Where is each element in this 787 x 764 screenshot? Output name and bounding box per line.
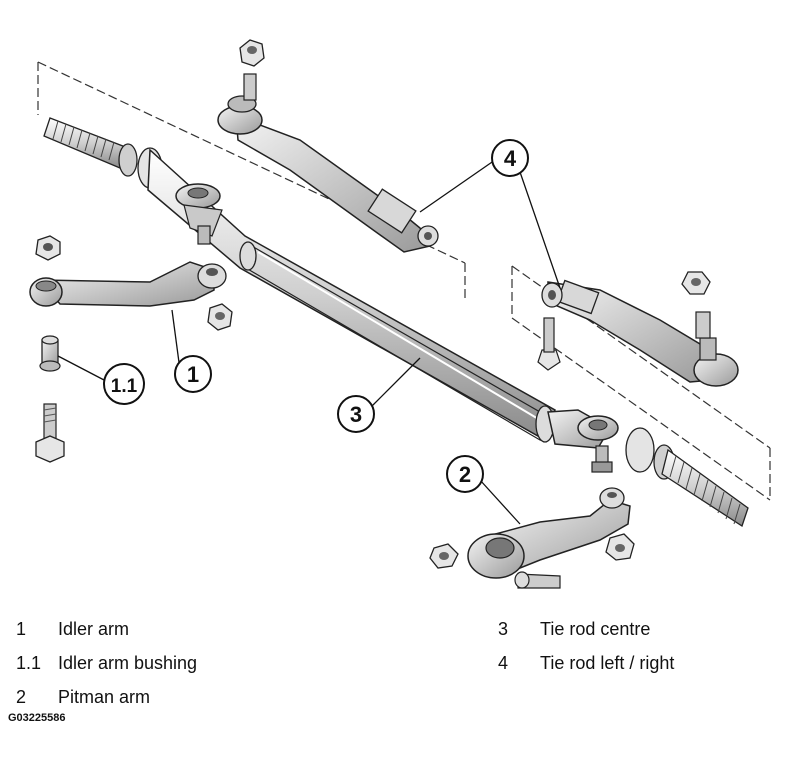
callout-1: 1 (174, 355, 212, 393)
callout-3: 3 (337, 395, 375, 433)
legend-label-idler-arm-bushing: Idler arm bushing (58, 653, 198, 673)
right-threaded-end (625, 427, 749, 528)
callout-leaders (57, 159, 561, 525)
callout-4: 4 (491, 139, 529, 177)
tie-rod-left (217, 39, 439, 253)
tie-rod-centre (43, 117, 749, 528)
figure-code: G03225586 (8, 712, 66, 724)
svg-text:1.1: 1.1 (111, 376, 138, 397)
legend-num-2: 2 (16, 687, 27, 707)
steering-linkage-diagram: 1 1.1 2 3 4 (29, 39, 771, 589)
legend-label-tie-rod-left-right: Tie rod left / right (540, 653, 675, 673)
idler-arm-bushing (39, 335, 61, 372)
legend-num-1-1: 1.1 (16, 653, 42, 673)
idler-arm-bolt (35, 403, 65, 463)
svg-text:2: 2 (459, 462, 471, 487)
legend-label-pitman-arm: Pitman arm (58, 687, 151, 707)
legend-label-idler-arm: Idler arm (58, 619, 130, 639)
svg-text:1: 1 (187, 362, 199, 387)
callout-1-1: 1.1 (103, 363, 145, 405)
svg-text:4: 4 (504, 146, 517, 171)
right-ball-joint (547, 409, 619, 473)
left-threaded-end (43, 117, 163, 189)
svg-text:3: 3 (350, 402, 362, 427)
pitman-arm (429, 487, 635, 589)
tie-rod-right (537, 271, 739, 387)
legend-num-1: 1 (16, 619, 27, 639)
idler-arm (29, 235, 233, 463)
callout-2: 2 (446, 455, 484, 493)
assembly-guide-lines (37, 61, 771, 501)
legend-num-3: 3 (498, 619, 509, 639)
left-ball-joint (175, 183, 223, 245)
legend-label-tie-rod-centre: Tie rod centre (540, 619, 651, 639)
legend-num-4: 4 (498, 653, 509, 673)
